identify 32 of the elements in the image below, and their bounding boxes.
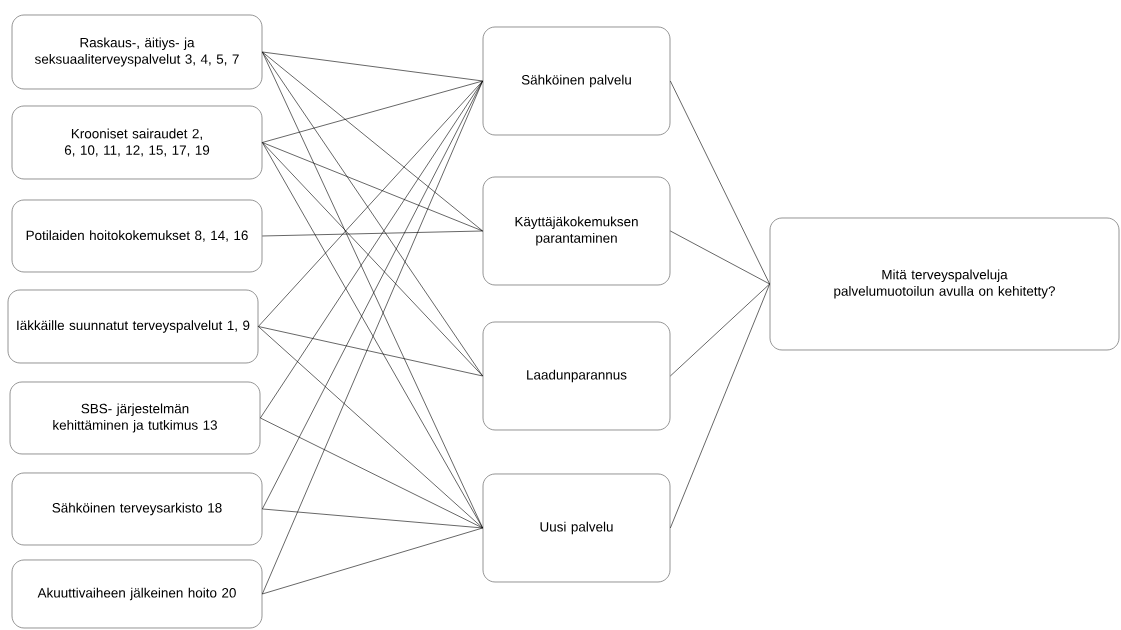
connector-line xyxy=(260,417,483,529)
category-box: Käyttäjäkokemuksen parantaminen xyxy=(482,176,671,286)
connector-line xyxy=(262,142,483,377)
connector-line xyxy=(670,80,770,285)
connector-line xyxy=(258,326,483,377)
topic-box: Krooniset sairaudet 2, 6, 10, 11, 12, 15, 17, 19 xyxy=(11,105,263,180)
topic-box: Potilaiden hoitokokemukset 8, 14, 16 xyxy=(11,199,263,273)
connector-line xyxy=(262,80,483,595)
topic-box: Akuuttivaiheen jälkeinen hoito 20 xyxy=(11,559,263,629)
connector-line xyxy=(262,508,483,529)
category-box: Laadunparannus xyxy=(482,321,671,431)
connector-line xyxy=(262,51,483,377)
topic-box: Sähköinen terveysarkisto 18 xyxy=(11,472,263,546)
category-box: Sähköinen palvelu xyxy=(482,26,671,136)
connector-line xyxy=(262,142,483,529)
connector-line xyxy=(670,283,770,529)
connector-line xyxy=(262,51,483,82)
category-box: Uusi palvelu xyxy=(482,473,671,583)
connector-line xyxy=(260,80,483,419)
connector-line xyxy=(262,527,483,595)
topic-box: Iäkkäille suunnatut terveyspalvelut 1, 9 xyxy=(7,289,259,364)
connector-line xyxy=(670,230,770,285)
topic-box: Raskaus-, äitiys- ja seksuaaliterveyspalvelut 3, 4, 5, 7 xyxy=(11,14,263,90)
connector-line xyxy=(262,142,483,232)
question-box: Mitä terveyspalveluja palvelumuotoilun avulla on kehitetty? xyxy=(769,217,1120,351)
connector-line xyxy=(670,283,770,377)
connector-line xyxy=(258,80,483,327)
connector-line xyxy=(262,80,483,143)
connector-line xyxy=(262,230,483,237)
connector-line xyxy=(258,326,483,529)
topic-box: SBS- järjestelmän kehittäminen ja tutkimus 13 xyxy=(9,381,261,455)
connector-line xyxy=(262,51,483,232)
